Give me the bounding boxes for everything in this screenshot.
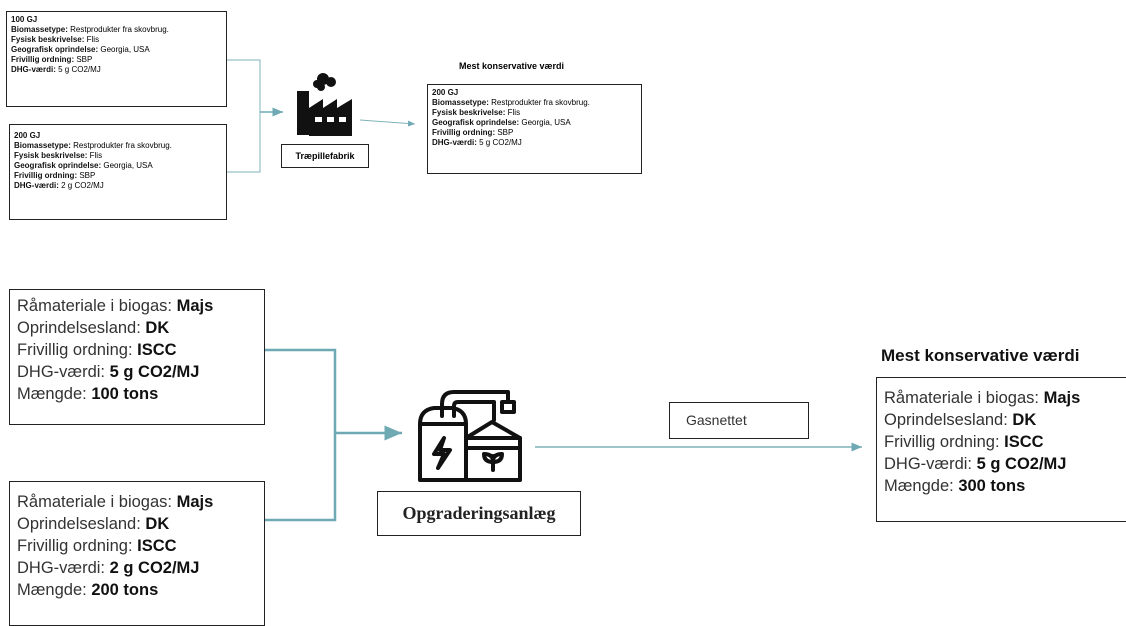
row: Oprindelsesland: DK (884, 411, 1037, 429)
bottom-merge-line (265, 348, 337, 522)
bottom-input-box-1: Råmateriale i biogas: Majs Oprindelsesla… (9, 289, 265, 425)
row: Frivillig ordning: ISCC (884, 433, 1044, 451)
row: DHG-værdi: 2 g CO2/MJ (14, 181, 104, 190)
row: Fysisk beskrivelse: Flis (11, 35, 100, 44)
row: Mængde: 100 tons (17, 385, 159, 403)
row: Frivillig ordning: SBP (11, 55, 93, 64)
row: Fysisk beskrivelse: Flis (14, 151, 103, 160)
row: Fysisk beskrivelse: Flis (432, 108, 521, 117)
biogas-plant-icon (418, 390, 522, 482)
amount: 100 GJ (11, 15, 38, 24)
row: DHG-værdi: 5 g CO2/MJ (432, 138, 522, 147)
top-merge-line (227, 59, 261, 173)
row: Biomassetype: Restprodukter fra skovbrug… (432, 98, 590, 107)
bottom-input-box-2: Råmateriale i biogas: Majs Oprindelsesla… (9, 481, 265, 626)
amount: 200 GJ (432, 88, 459, 97)
row: Råmateriale i biogas: Majs (17, 297, 214, 315)
row: Oprindelsesland: DK (17, 515, 170, 533)
row: Frivillig ordning: SBP (14, 171, 96, 180)
top-input-box-1: 100 GJ Biomassetype: Restprodukter fra s… (6, 11, 227, 107)
row: Geografisk oprindelse: Georgia, USA (11, 45, 150, 54)
row: Mængde: 300 tons (884, 477, 1026, 495)
row: Frivillig ordning: ISCC (17, 537, 177, 555)
grid-label: Gasnettet (669, 402, 809, 439)
row: Råmateriale i biogas: Majs (884, 389, 1081, 407)
amount: 200 GJ (14, 131, 41, 140)
row: DHG-værdi: 5 g CO2/MJ (17, 363, 200, 381)
row: Geografisk oprindelse: Georgia, USA (432, 118, 571, 127)
bottom-output-title: Mest konservative værdi (881, 346, 1080, 365)
row: DHG-værdi: 5 g CO2/MJ (884, 455, 1067, 473)
row: Biomassetype: Restprodukter fra skovbrug… (14, 141, 172, 150)
row: Geografisk oprindelse: Georgia, USA (14, 161, 153, 170)
row: Oprindelsesland: DK (17, 319, 170, 337)
top-input-box-2: 200 GJ Biomassetype: Restprodukter fra s… (9, 124, 227, 220)
plant-label: Opgraderingsanlæg (377, 491, 581, 536)
row: DHG-værdi: 2 g CO2/MJ (17, 559, 200, 577)
row: Råmateriale i biogas: Majs (17, 493, 214, 511)
row: Frivillig ordning: SBP (432, 128, 514, 137)
factory-label: Træpillefabrik (281, 144, 369, 168)
top-output-box: 200 GJ Biomassetype: Restprodukter fra s… (427, 84, 642, 174)
row: DHG-værdi: 5 g CO2/MJ (11, 65, 101, 74)
bottom-output-box: Råmateriale i biogas: Majs Oprindelsesla… (876, 377, 1126, 522)
row: Frivillig ordning: ISCC (17, 341, 177, 359)
row: Biomassetype: Restprodukter fra skovbrug… (11, 25, 169, 34)
top-output-title: Mest konservative værdi (459, 61, 565, 71)
factory-icon (297, 73, 352, 136)
row: Mængde: 200 tons (17, 581, 159, 599)
top-arrow-to-output (359, 119, 416, 127)
